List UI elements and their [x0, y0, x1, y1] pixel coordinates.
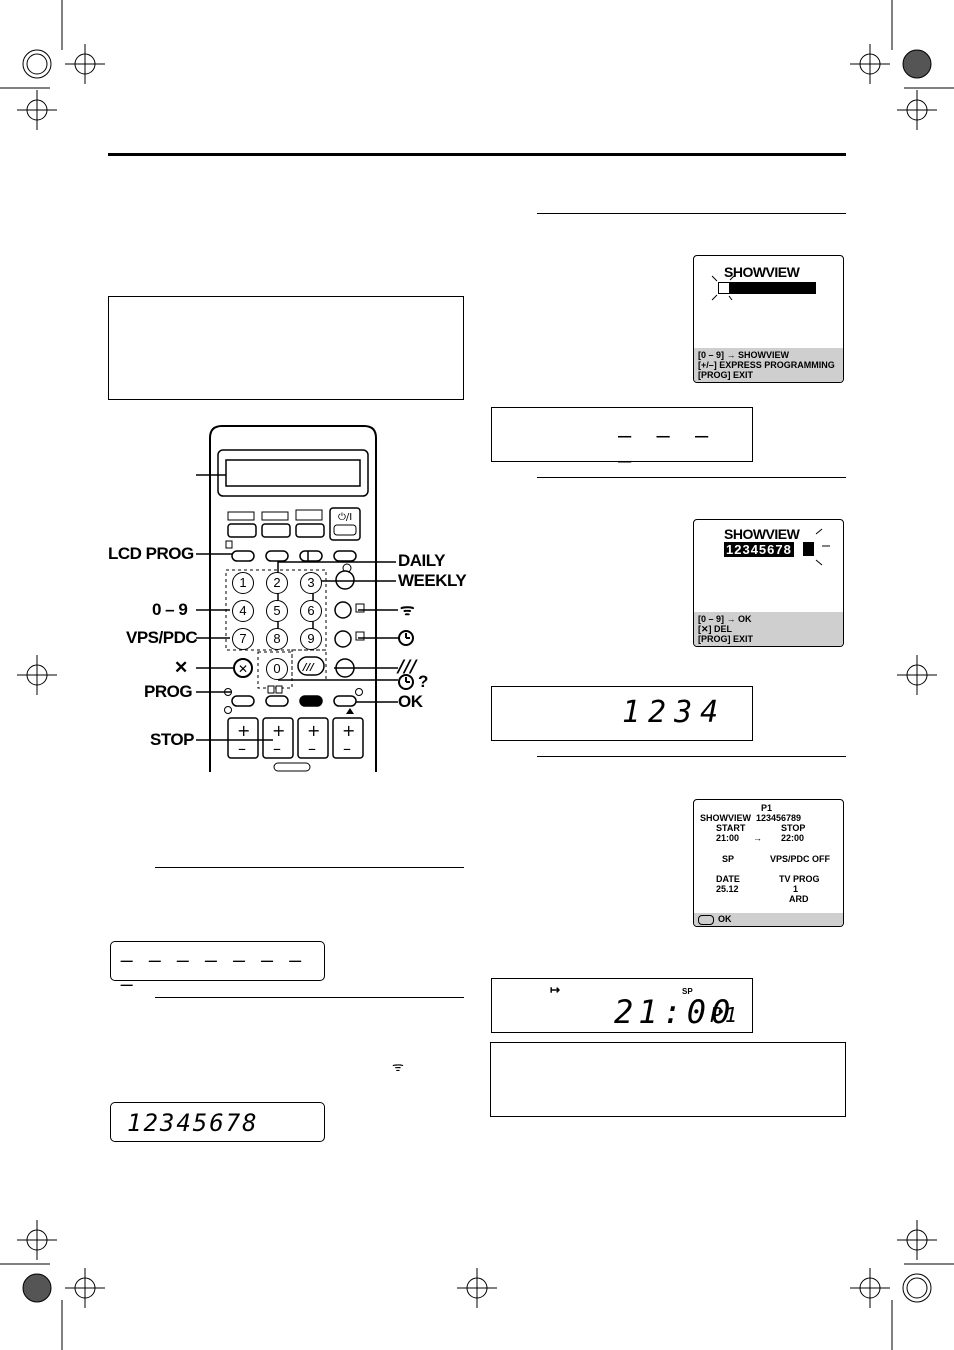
showview-antenna-icon: ᯤ: [392, 1060, 404, 1075]
lcd-text: 1234: [622, 695, 727, 730]
section-rule: [537, 213, 846, 214]
key-7[interactable]: 7: [232, 628, 254, 650]
key-4[interactable]: 4: [232, 600, 254, 622]
svg-text:+: +: [307, 721, 320, 740]
svg-text:–: –: [273, 739, 281, 758]
svg-text:+: +: [342, 721, 355, 740]
lcd-prog: P1: [710, 1003, 741, 1027]
lcd-text: 12345678: [127, 1109, 259, 1137]
notice-box: [490, 1042, 846, 1117]
svg-text:–: –: [238, 739, 246, 758]
timer-arrow-icon: ↦: [550, 983, 561, 997]
lcd-text: – – – – – – – –: [121, 948, 304, 996]
osd-foot-line: [+/–] EXPRESS PROGRAMMING: [698, 360, 835, 370]
label-prog: PROG: [144, 682, 193, 701]
osd-input-bar: [730, 282, 816, 294]
osd-program-confirm: P1 SHOWVIEW 123456789 START STOP 21:00 →…: [693, 799, 844, 927]
osd-title: SHOWVIEW: [724, 264, 800, 280]
osd-tvprog: 1: [793, 884, 799, 894]
label-timer-question: ?: [418, 672, 428, 691]
osd-stop-label: STOP: [781, 823, 806, 833]
svg-text:///: ///: [302, 662, 315, 673]
header-rule: [108, 153, 846, 156]
lcd-mode: SP: [682, 987, 693, 996]
section-rule: [155, 997, 464, 998]
osd-cursor: [718, 282, 730, 294]
svg-text:///: ///: [396, 657, 418, 677]
osd-foot-line: [✕] DEL: [698, 624, 733, 634]
osd-vps: VPS/PDC OFF: [770, 854, 831, 864]
label-stop: STOP: [150, 730, 194, 749]
osd-code: 12345678: [724, 542, 794, 557]
label-digits: 0 – 9: [152, 600, 188, 619]
osd-ok: OK: [718, 914, 732, 924]
osd-prog: P1: [761, 803, 773, 813]
section-rule: [537, 756, 846, 757]
osd-foot-line: [0 – 9] → SHOWVIEW: [698, 350, 790, 360]
osd-start-time: 21:00: [716, 833, 740, 843]
label-weekly: WEEKLY: [398, 571, 467, 590]
key-1[interactable]: 1: [232, 572, 254, 594]
svg-text:–: –: [343, 739, 351, 758]
osd-foot-line: [PROG] EXIT: [698, 370, 754, 380]
osd-showview-code: SHOWVIEW 12345678 [0 – 9] → OK [✕] DEL […: [693, 519, 844, 647]
section-rule: [155, 867, 464, 868]
blink-marks: [711, 275, 735, 301]
osd-foot-line: [0 – 9] → OK: [698, 614, 752, 624]
key-5[interactable]: 5: [266, 600, 288, 622]
ok-key-icon: [698, 915, 714, 925]
blink-marks: [815, 528, 830, 566]
lcd-display-code-right: 1234: [491, 686, 753, 741]
osd-footer: OK: [694, 913, 843, 926]
lcd-display-timer: ↦ SP 21:00 P1: [491, 978, 753, 1033]
key-0[interactable]: 0: [266, 658, 288, 680]
label-vps-pdc: VPS/PDC: [126, 628, 198, 647]
label-daily: DAILY: [398, 551, 445, 570]
label-ok: OK: [398, 692, 423, 711]
osd-date-label: DATE: [716, 874, 740, 884]
lcd-display-dashes: – – – – – – – –: [110, 941, 325, 996]
key-8[interactable]: 8: [266, 628, 288, 650]
osd-foot-line: [PROG] EXIT: [698, 634, 754, 644]
label-cancel: ✕: [174, 658, 188, 677]
key-9[interactable]: 9: [300, 628, 322, 650]
label-lcd-prog: LCD PROG: [108, 544, 194, 563]
lcd-display-dashes-right: – – – –: [491, 407, 753, 474]
osd-footer: [0 – 9] → SHOWVIEW [+/–] EXPRESS PROGRAM…: [694, 348, 843, 382]
osd-title: SHOWVIEW: [724, 526, 800, 542]
osd-start-label: START: [716, 823, 746, 833]
lcd-time: 21:00: [614, 993, 736, 1031]
osd-showview-label: SHOWVIEW: [700, 813, 751, 823]
osd-cursor: [803, 542, 814, 556]
key-2[interactable]: 2: [266, 572, 288, 594]
osd-stop-time: 22:00: [781, 833, 805, 843]
remote-illustration: ⏻/I /// ✕: [108, 420, 467, 775]
key-3[interactable]: 3: [300, 572, 322, 594]
svg-text:ᯤ: ᯤ: [400, 600, 415, 619]
lcd-display-code: 12345678: [110, 1102, 325, 1142]
osd-footer: [0 – 9] → OK [✕] DEL [PROG] EXIT: [694, 612, 843, 646]
osd-station: ARD: [789, 894, 809, 904]
key-6[interactable]: 6: [300, 600, 322, 622]
osd-speed: SP: [722, 854, 735, 864]
svg-text:–: –: [308, 739, 316, 758]
osd-showview-entry: SHOWVIEW [0 – 9] → SHOWVIEW [+/–] EXPRES…: [693, 255, 844, 383]
svg-text:⏻/I: ⏻/I: [338, 512, 352, 523]
arrow-right-icon: →: [753, 833, 762, 843]
svg-text:+: +: [237, 721, 250, 740]
svg-text:✕: ✕: [238, 662, 248, 676]
section-rule: [537, 477, 846, 478]
osd-showview-code: 123456789: [756, 813, 802, 823]
svg-text:+: +: [272, 721, 285, 740]
notice-box: [108, 296, 464, 400]
osd-date: 25.12: [716, 884, 739, 894]
lcd-text: – – – –: [618, 424, 715, 474]
remote-body: ⏻/I /// ✕: [196, 425, 418, 772]
osd-tvprog-label: TV PROG: [779, 874, 820, 884]
